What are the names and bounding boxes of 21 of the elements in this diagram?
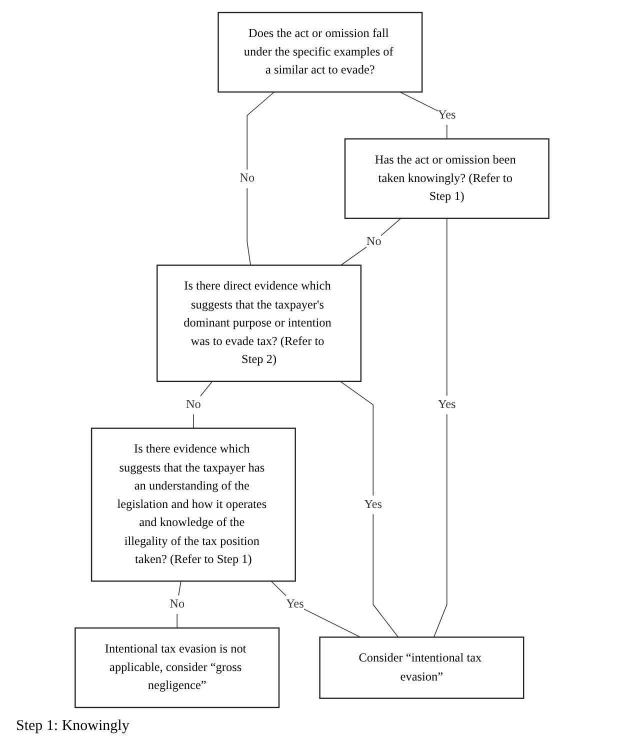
- node-box: Has the act or omission been taken knowingly? (Refer to Step 1): [344, 138, 550, 219]
- edge-label: Yes: [364, 498, 382, 512]
- edge-label: No: [186, 398, 201, 412]
- connector: [340, 381, 399, 638]
- node-box: Consider “intentional tax evasion”: [319, 636, 524, 699]
- connector: [340, 218, 402, 266]
- edge-label: Yes: [286, 598, 304, 611]
- edge-label: Yes: [438, 398, 456, 412]
- edge-label: No: [170, 598, 185, 611]
- node-box: Intentional tax evasion is not applicable, consider “gross negligence”: [74, 627, 280, 708]
- node-box: Is there direct evidence which suggests that the taxpayer's dominant purpose or intention was to evade tax? (Refer to Step 2): [156, 264, 362, 382]
- connector: [433, 218, 448, 638]
- edge-label: No: [240, 172, 255, 185]
- connector: [270, 580, 361, 638]
- connector: [193, 381, 213, 429]
- edge-label: Yes: [438, 108, 456, 122]
- connector: [246, 92, 275, 266]
- edge-label: No: [366, 235, 382, 248]
- footnote-text: Step 1: Knowingly: [16, 718, 130, 735]
- node-box: Does the act or omission fall under the specific examples of a similar act to evade?: [218, 12, 423, 93]
- node-box: Is there evidence which suggests that the taxpayer has an understanding of the legislation and how it operates and knowledge of the illegality of the tax position taken? (Refer to Step 1): [90, 428, 296, 582]
